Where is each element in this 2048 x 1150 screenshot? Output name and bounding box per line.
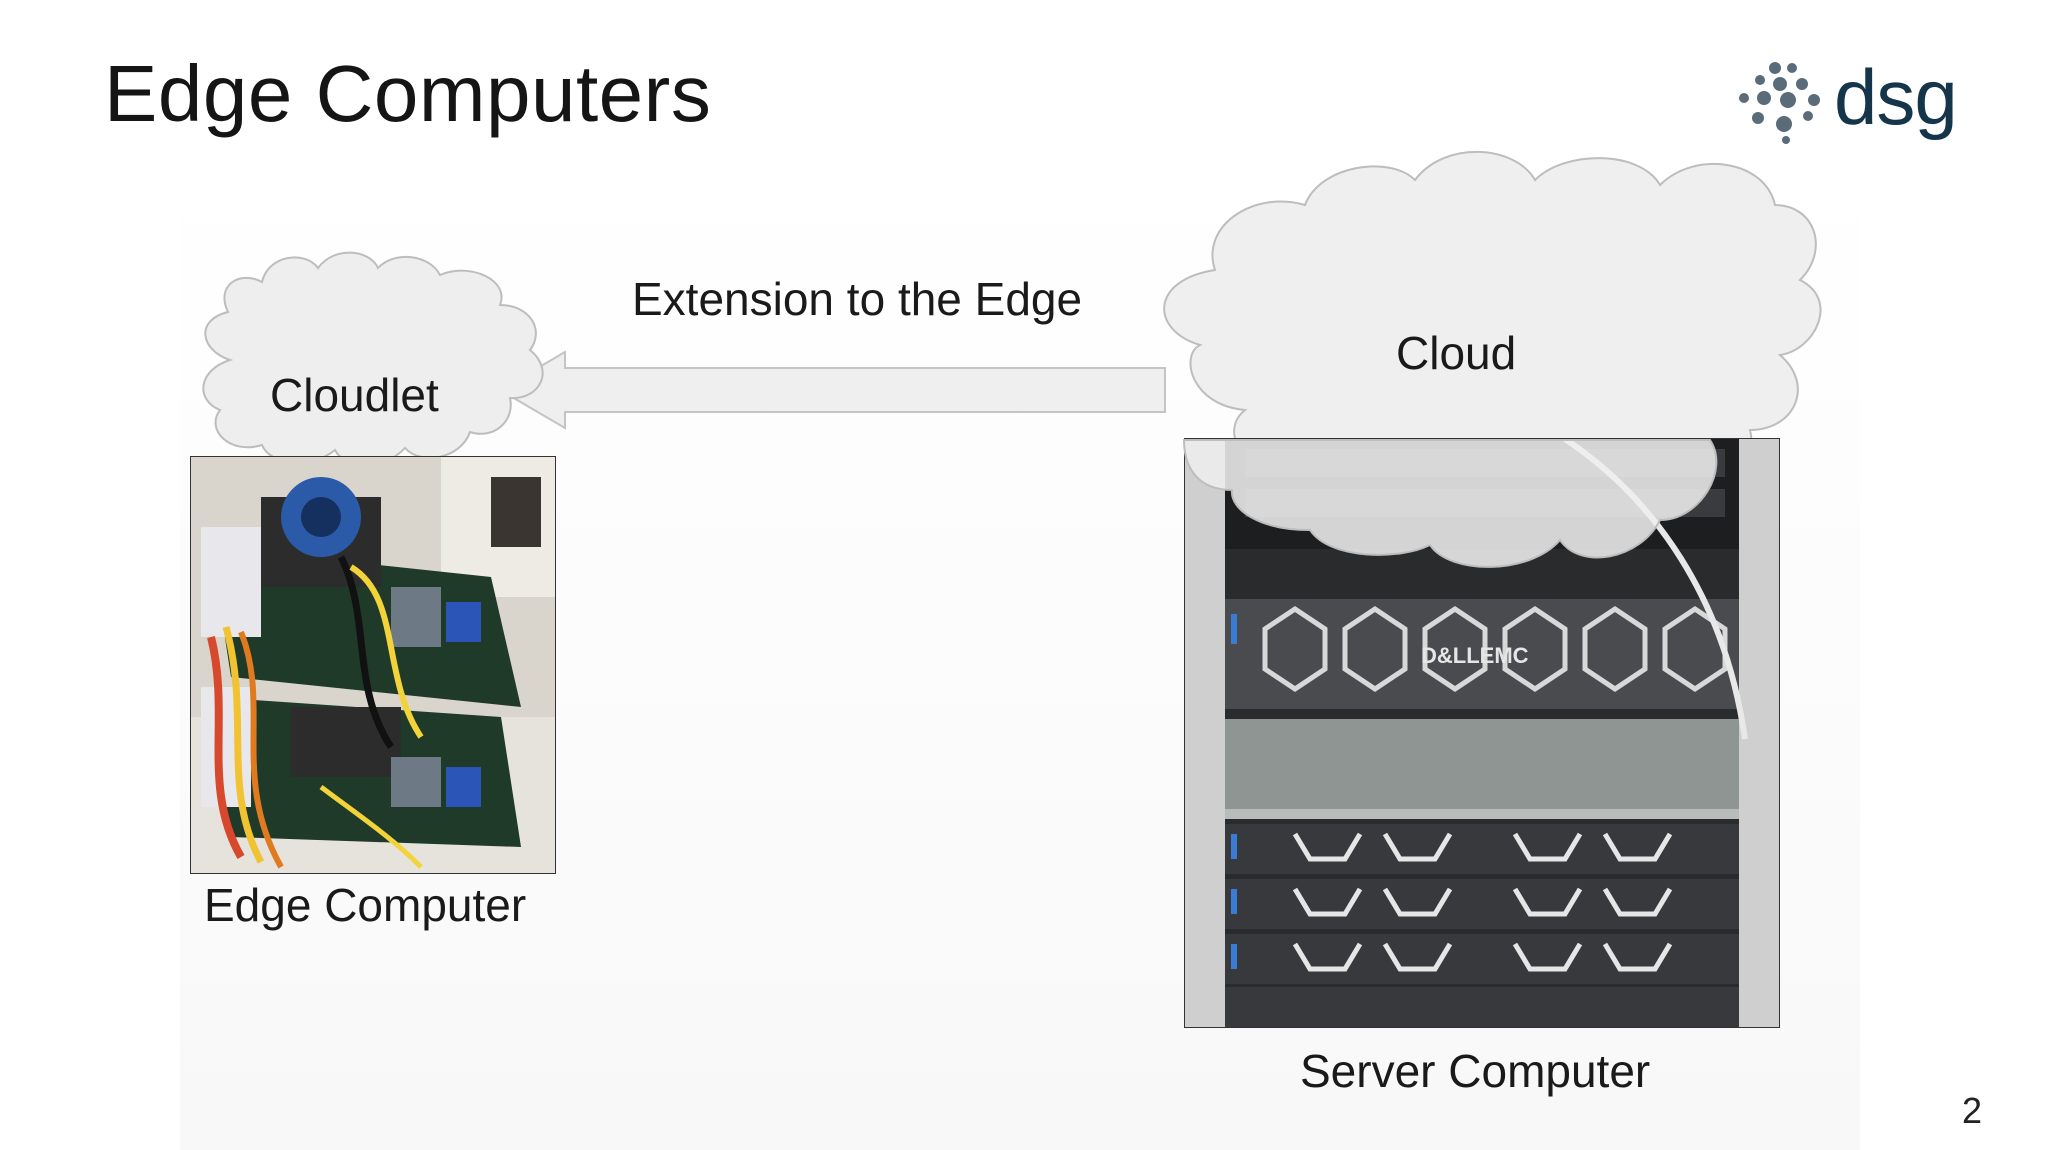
extension-arrow [498,350,1166,430]
slide-title: Edge Computers [104,49,712,138]
server-rack-photo: D&LLEMC [1184,438,1780,1028]
cloudlet-label: Cloudlet [270,369,439,421]
arrow-label: Extension to the Edge [632,273,1083,325]
cloudlet-shape [202,251,544,466]
dsg-logo-mark [1739,62,1820,144]
dsg-logo-text: dsg [1834,53,1958,141]
page-number: 2 [1962,1090,1983,1131]
cloud-label: Cloud [1396,327,1517,379]
server-brand-text: D&LLEMC [1421,643,1529,668]
server-computer-label: Server Computer [1300,1045,1651,1097]
edge-computer-photo [190,456,556,874]
edge-computer-label: Edge Computer [204,879,527,931]
